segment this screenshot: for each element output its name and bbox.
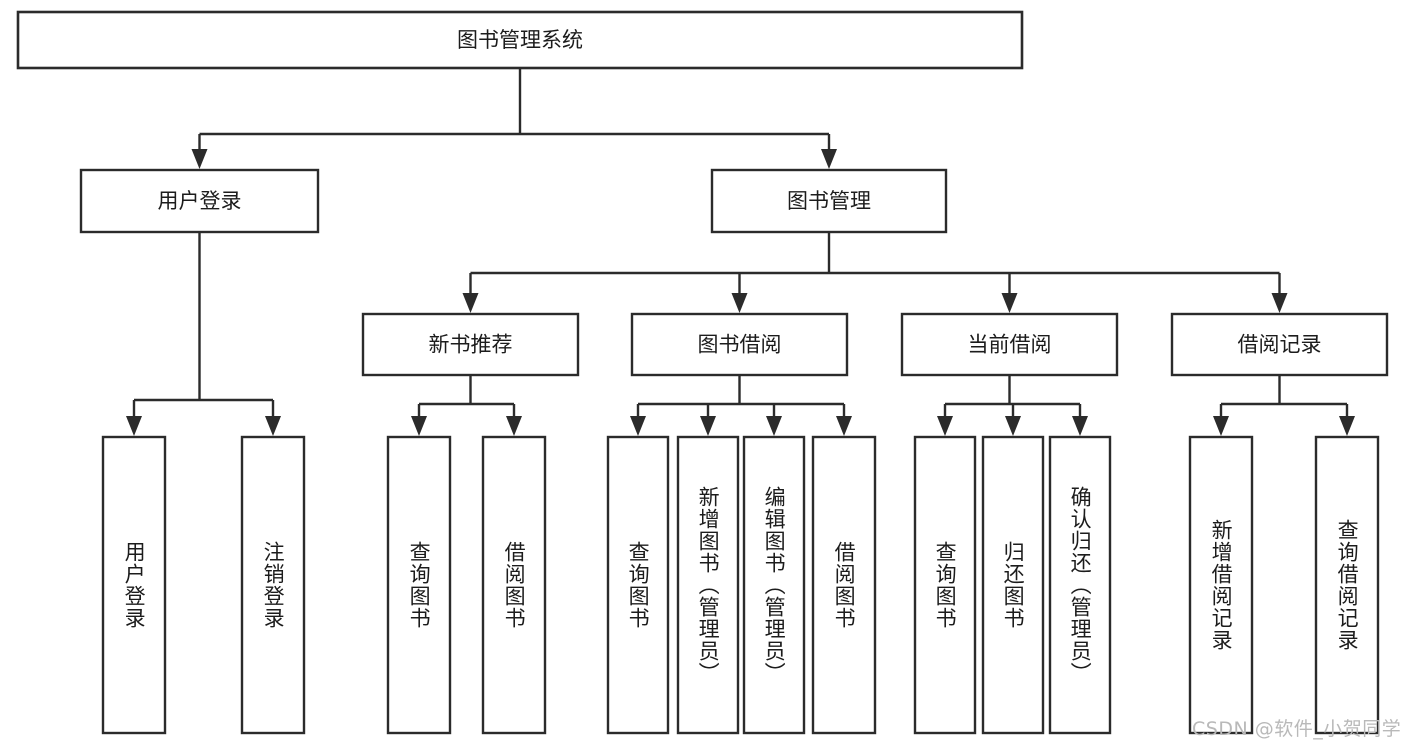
arrow-head-icon-leaf_borrow_book_1	[506, 416, 522, 436]
node-box-leaf_query_record[interactable]	[1314, 435, 1380, 735]
node-box-leaf_add_book[interactable]	[676, 435, 740, 735]
arrow-head-icon-leaf_confirm_return	[1072, 416, 1088, 436]
node-label-borrow_record: 借阅记录	[1238, 333, 1322, 357]
arrow-head-icon-leaf_query_book_2	[630, 416, 646, 436]
node-box-leaf_add_record[interactable]	[1188, 435, 1254, 735]
node-box-leaf_logout[interactable]	[240, 435, 306, 735]
node-box-borrow_record[interactable]	[1170, 312, 1389, 377]
arrow-head-icon-leaf_return_book	[1005, 416, 1021, 436]
arrow-head-icon-leaf_add_book	[700, 416, 716, 436]
node-box-leaf_query_book_3[interactable]	[913, 435, 977, 735]
arrow-head-icon-leaf_logout	[265, 416, 281, 436]
arrow-head-icon-borrow_record	[1271, 293, 1288, 313]
node-label-book_manage: 图书管理	[787, 189, 871, 213]
node-box-leaf_borrow_book_1[interactable]	[481, 435, 547, 735]
arrow-head-icon-leaf_query_book_1	[411, 416, 427, 436]
arrow-head-icon-book_borrow	[731, 293, 748, 313]
arrow-head-icon-leaf_user_login	[126, 416, 142, 436]
node-label-book_borrow: 图书借阅	[698, 333, 782, 357]
node-box-user_login[interactable]	[79, 168, 320, 234]
node-label-current_borrow: 当前借阅	[968, 333, 1052, 357]
arrow-head-icon-user_login	[191, 149, 208, 169]
node-box-leaf_return_book[interactable]	[981, 435, 1045, 735]
connector-layer	[126, 68, 1355, 436]
node-box-leaf_borrow_book_2[interactable]	[811, 435, 877, 735]
node-layer	[16, 10, 1389, 735]
arrow-head-icon-new_book_rec	[462, 293, 479, 313]
node-box-leaf_confirm_return[interactable]	[1048, 435, 1112, 735]
node-label-user_login: 用户登录	[158, 189, 242, 213]
node-box-leaf_edit_book[interactable]	[742, 435, 806, 735]
arrow-head-icon-leaf_add_record	[1213, 416, 1229, 436]
node-box-leaf_query_book_1[interactable]	[386, 435, 452, 735]
arrow-head-icon-leaf_borrow_book_2	[836, 416, 852, 436]
arrow-head-icon-leaf_query_book_3	[937, 416, 953, 436]
node-label-root: 图书管理系统	[457, 28, 583, 52]
node-box-current_borrow[interactable]	[900, 312, 1119, 377]
node-box-book_manage[interactable]	[710, 168, 948, 234]
node-box-book_borrow[interactable]	[630, 312, 849, 377]
node-box-leaf_user_login[interactable]	[101, 435, 167, 735]
arrow-head-icon-current_borrow	[1001, 293, 1018, 313]
node-box-leaf_query_book_2[interactable]	[606, 435, 670, 735]
node-label-new_book_rec: 新书推荐	[429, 333, 513, 357]
node-box-root[interactable]	[16, 10, 1024, 70]
node-box-new_book_rec[interactable]	[361, 312, 580, 377]
arrow-head-icon-leaf_edit_book	[766, 416, 782, 436]
arrow-head-icon-leaf_query_record	[1339, 416, 1355, 436]
arrow-head-icon-book_manage	[821, 149, 837, 169]
